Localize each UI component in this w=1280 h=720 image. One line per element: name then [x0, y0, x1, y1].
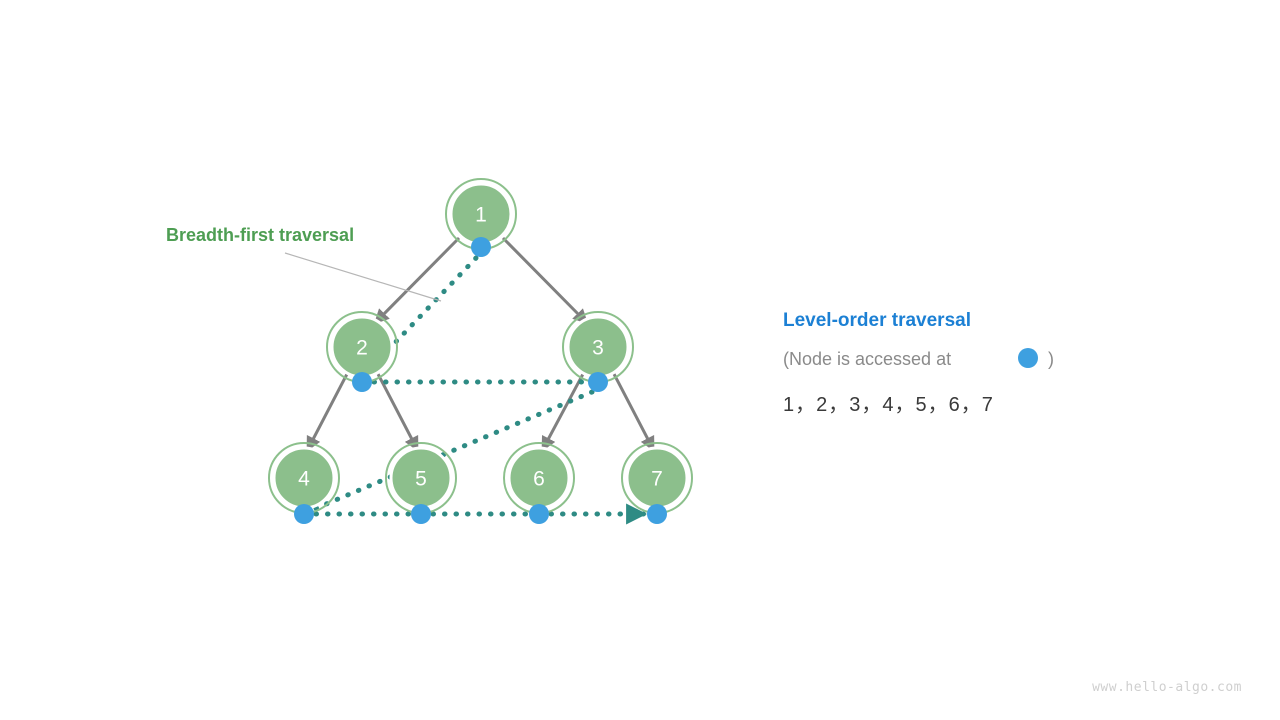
edge-3-6	[541, 373, 585, 452]
traversal-segment-1-2	[365, 255, 479, 374]
edge-1-2	[373, 236, 461, 325]
visit-dot-7[interactable]	[647, 504, 667, 524]
tree-edges	[306, 236, 655, 452]
traversal-sequence: 1，2，3，4，5，6，7	[783, 394, 994, 416]
node-label: 3	[592, 337, 604, 360]
visit-dot-icon	[1018, 348, 1038, 368]
edge-2-4	[306, 373, 349, 452]
traversal-segment-3-4	[309, 389, 595, 513]
node-label: 6	[533, 468, 545, 491]
bfs-label: Breadth-first traversal	[166, 225, 354, 245]
node-label: 5	[415, 468, 427, 491]
edge-2-5	[376, 373, 419, 452]
node-label: 1	[475, 204, 487, 227]
tree-node-4[interactable]: 4	[268, 442, 340, 524]
panel-subtitle-after: )	[1048, 349, 1054, 369]
visit-dot-1[interactable]	[471, 237, 491, 257]
panel-title: Level-order traversal	[783, 310, 971, 331]
traversal-path	[309, 255, 648, 525]
tree-node-7[interactable]: 7	[621, 442, 693, 524]
visit-dot-3[interactable]	[588, 372, 608, 392]
visit-dot-4[interactable]	[294, 504, 314, 524]
node-label: 4	[298, 468, 310, 491]
watermark-text: www.hello-algo.com	[1092, 680, 1242, 695]
visit-dot-5[interactable]	[411, 504, 431, 524]
bfs-leader-line	[284, 252, 442, 302]
tree-node-6[interactable]: 6	[503, 442, 575, 524]
tree-nodes: 1 2 3 4 5 6 7	[268, 178, 693, 524]
visit-dot-6[interactable]	[529, 504, 549, 524]
tree-node-5[interactable]: 5	[385, 442, 457, 524]
visit-dot-2[interactable]	[352, 372, 372, 392]
node-label: 7	[651, 468, 663, 491]
panel-subtitle-before: (Node is accessed at	[783, 349, 951, 369]
edge-3-7	[612, 373, 655, 452]
tree-node-3[interactable]: 3	[562, 311, 634, 392]
bfs-annotation: Breadth-first traversal	[166, 225, 442, 302]
tree-node-2[interactable]: 2	[326, 311, 398, 392]
legend-panel: Level-order traversal (Node is accessed …	[783, 310, 1054, 416]
edge-1-3	[501, 236, 589, 325]
node-label: 2	[356, 337, 368, 360]
tree-node-1[interactable]: 1	[445, 178, 517, 257]
